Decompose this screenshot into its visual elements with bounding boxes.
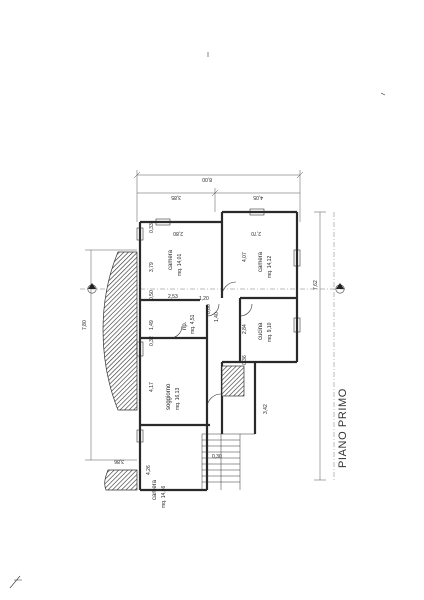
dim-stair-len: 3,42 bbox=[263, 404, 269, 414]
dim-left-height: 7,80 bbox=[82, 320, 88, 330]
plan-title: PIANO PRIMO bbox=[337, 388, 349, 468]
dim-door-b: 0,80 bbox=[206, 304, 212, 314]
dim-camera2-len: 4,07 bbox=[242, 252, 248, 262]
doors bbox=[169, 281, 253, 409]
dim-total-width: 8,00 bbox=[202, 176, 212, 182]
dim-door-c: 1,40 bbox=[214, 312, 220, 322]
dim-wall-a: 0,33 bbox=[149, 223, 155, 233]
dim-h-b: 2,70 bbox=[251, 230, 261, 236]
internal-dimensions: 3,79 4,07 2,53 1,49 4,17 2,84 3,42 4,26 … bbox=[114, 223, 269, 475]
dim-wall-c: 0,36 bbox=[242, 355, 248, 365]
right-dimension: 7,62 bbox=[313, 211, 335, 481]
balcony bbox=[102, 251, 138, 411]
balcony-lower bbox=[104, 469, 138, 491]
room-name-rip: rip. bbox=[182, 321, 188, 330]
stairs bbox=[201, 365, 255, 490]
room-name-camera-1: camera bbox=[168, 249, 174, 270]
room-labels: camera mq. 14,01 camera mq. 14,12 cucina… bbox=[152, 249, 273, 508]
room-name-camera-2: camera bbox=[258, 251, 264, 272]
dim-right-width: 4,05 bbox=[253, 194, 263, 200]
room-area-soggiorno: mq. 16,13 bbox=[175, 388, 181, 410]
dim-h-a: 2,80 bbox=[173, 230, 183, 236]
section-marker-right bbox=[335, 283, 345, 294]
dim-wall-d: 0,50 bbox=[149, 290, 155, 300]
dim-camera3-len: 4,26 bbox=[146, 465, 152, 475]
dim-wall-b: 0,32 bbox=[149, 336, 155, 346]
dim-camera3-width: 3,86 bbox=[114, 458, 124, 464]
dim-corridor: 2,53 bbox=[168, 294, 178, 300]
dim-rip-len: 1,49 bbox=[149, 320, 155, 330]
dim-camera1-len: 3,79 bbox=[149, 262, 155, 272]
scan-marks bbox=[9, 52, 386, 589]
room-area-rip: mq. 4,51 bbox=[190, 314, 196, 334]
dim-door-a: 1,20 bbox=[199, 296, 209, 302]
dim-cucina-len: 2,84 bbox=[242, 324, 248, 334]
dim-right-height: 7,62 bbox=[313, 280, 319, 290]
room-name-soggiorno: soggiorno bbox=[166, 383, 172, 410]
room-name-cucina: cucina bbox=[258, 322, 264, 340]
room-name-camera-3: camera bbox=[152, 479, 158, 500]
dim-left-width: 3,85 bbox=[171, 194, 181, 200]
windows bbox=[136, 208, 301, 443]
room-area-camera-2: mq. 14,12 bbox=[267, 256, 273, 278]
walls bbox=[138, 210, 299, 492]
room-area-cucina: mq. 9,10 bbox=[267, 322, 273, 342]
section-marker-left bbox=[87, 283, 97, 294]
room-area-camera-3: mq. 14,86 bbox=[161, 486, 167, 508]
dim-soggiorno-len: 4,17 bbox=[149, 382, 155, 392]
top-dimension-chain: 8,00 3,85 4,05 bbox=[133, 170, 304, 222]
dim-wall-e: 0,30 bbox=[212, 454, 222, 460]
room-area-camera-1: mq. 14,01 bbox=[177, 254, 183, 276]
